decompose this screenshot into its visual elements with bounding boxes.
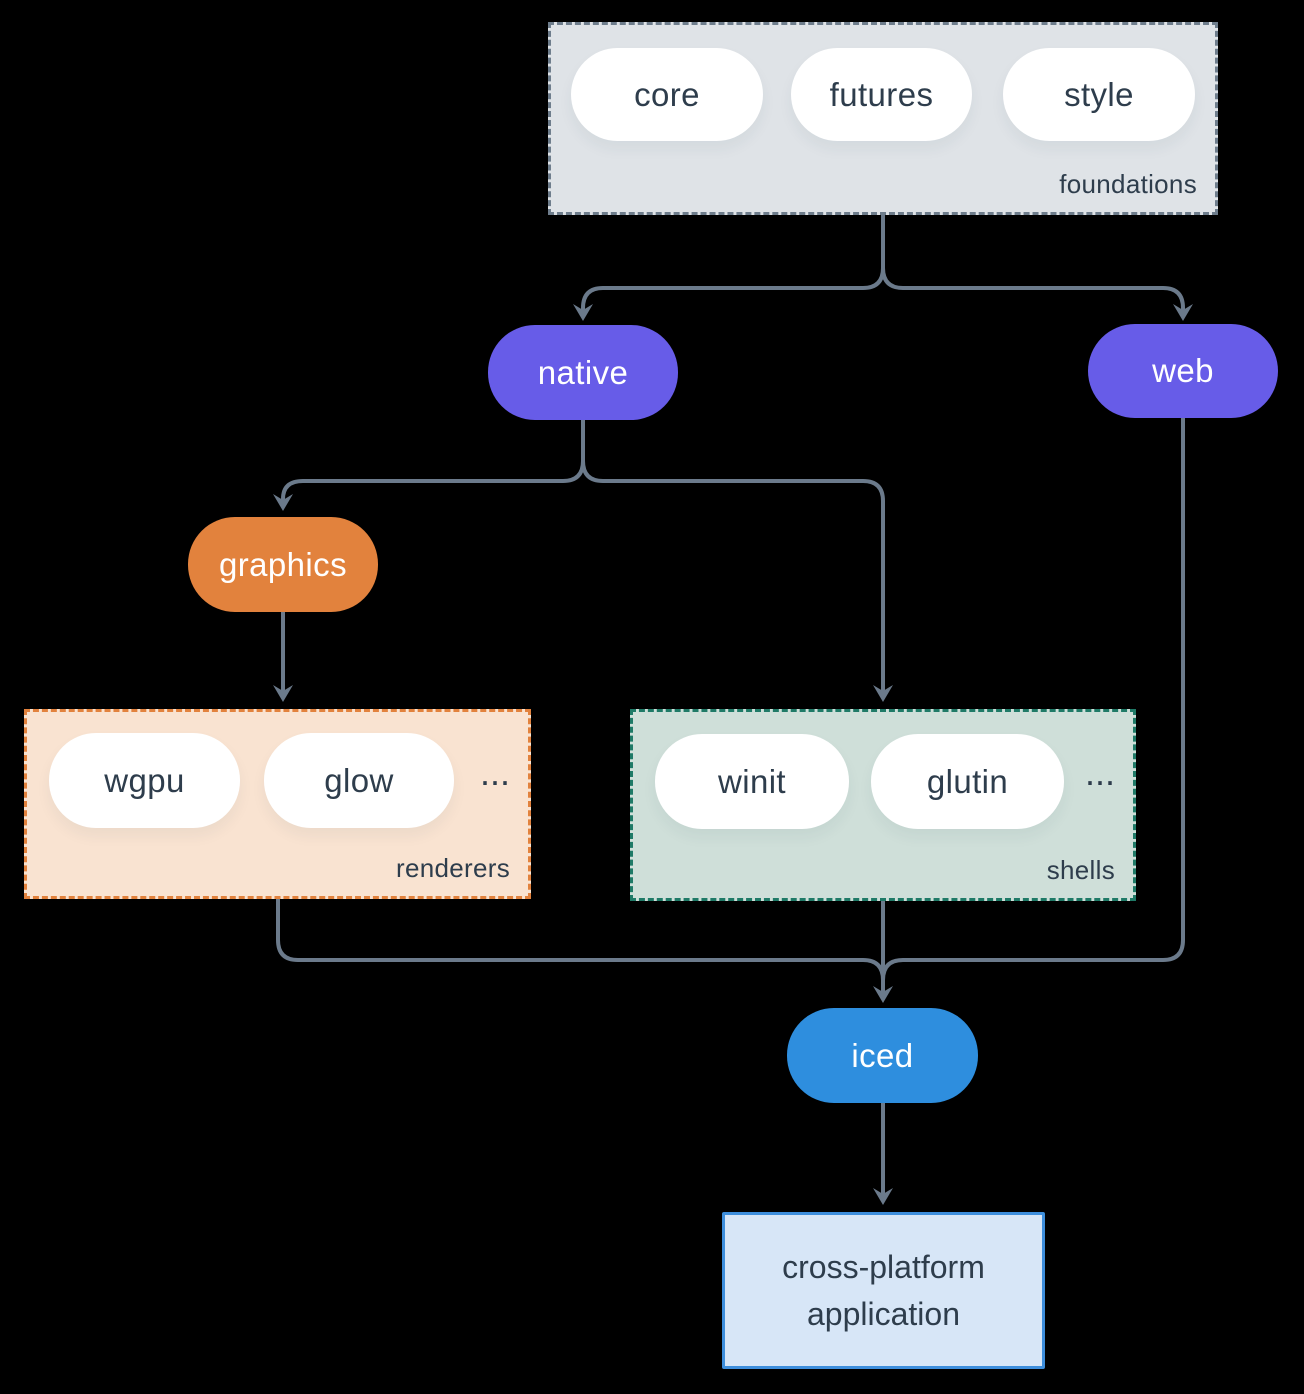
node-style-label: style xyxy=(1064,75,1134,113)
edge-native-shells xyxy=(581,420,885,694)
node-app-label: cross-platform application xyxy=(782,1249,985,1332)
node-futures-label: futures xyxy=(829,75,934,113)
node-native: native xyxy=(488,325,678,420)
arrowhead-icon xyxy=(873,685,893,702)
node-wgpu: wgpu xyxy=(49,733,240,828)
edge-renderers-iced xyxy=(276,899,885,981)
renderers-group-label: renderers xyxy=(396,853,510,883)
node-iced: iced xyxy=(787,1008,978,1103)
renderers-group: wgpu glow ... renderers xyxy=(24,709,531,899)
node-glutin: glutin xyxy=(871,734,1064,829)
node-core-label: core xyxy=(634,75,700,113)
node-winit-label: winit xyxy=(717,762,787,800)
node-wgpu-label: wgpu xyxy=(104,761,185,799)
edge-foundations-native xyxy=(581,215,885,313)
edge-native-graphics xyxy=(281,420,585,503)
node-web: web xyxy=(1088,324,1278,418)
arrowhead-icon xyxy=(873,986,893,1003)
shells-ellipsis: ... xyxy=(1084,752,1115,793)
renderers-ellipsis: ... xyxy=(479,752,510,793)
node-futures: futures xyxy=(791,48,972,141)
node-style: style xyxy=(1003,48,1195,141)
node-iced-label: iced xyxy=(851,1036,914,1074)
node-glow: glow xyxy=(264,733,454,828)
node-glutin-label: glutin xyxy=(926,762,1009,800)
shells-group: winit glutin ... shells xyxy=(630,709,1136,901)
node-graphics-label: graphics xyxy=(219,545,347,583)
arrowhead-icon xyxy=(573,304,593,321)
node-graphics: graphics xyxy=(188,517,378,612)
node-cross-platform-application: cross-platform application xyxy=(722,1212,1045,1369)
foundations-group-label: foundations xyxy=(1059,169,1197,199)
node-native-label: native xyxy=(537,353,629,391)
arrowhead-icon xyxy=(273,494,293,511)
arrowhead-icon xyxy=(273,685,293,702)
shells-group-label: shells xyxy=(1046,855,1115,885)
edge-foundations-web xyxy=(881,215,1185,313)
node-glow-label: glow xyxy=(324,761,394,799)
arrowhead-icon xyxy=(873,1188,893,1205)
foundations-group: core futures style foundations xyxy=(548,22,1218,215)
arrowhead-icon xyxy=(1173,304,1193,321)
node-core: core xyxy=(571,48,763,141)
node-web-label: web xyxy=(1152,352,1214,389)
node-winit: winit xyxy=(655,734,849,829)
